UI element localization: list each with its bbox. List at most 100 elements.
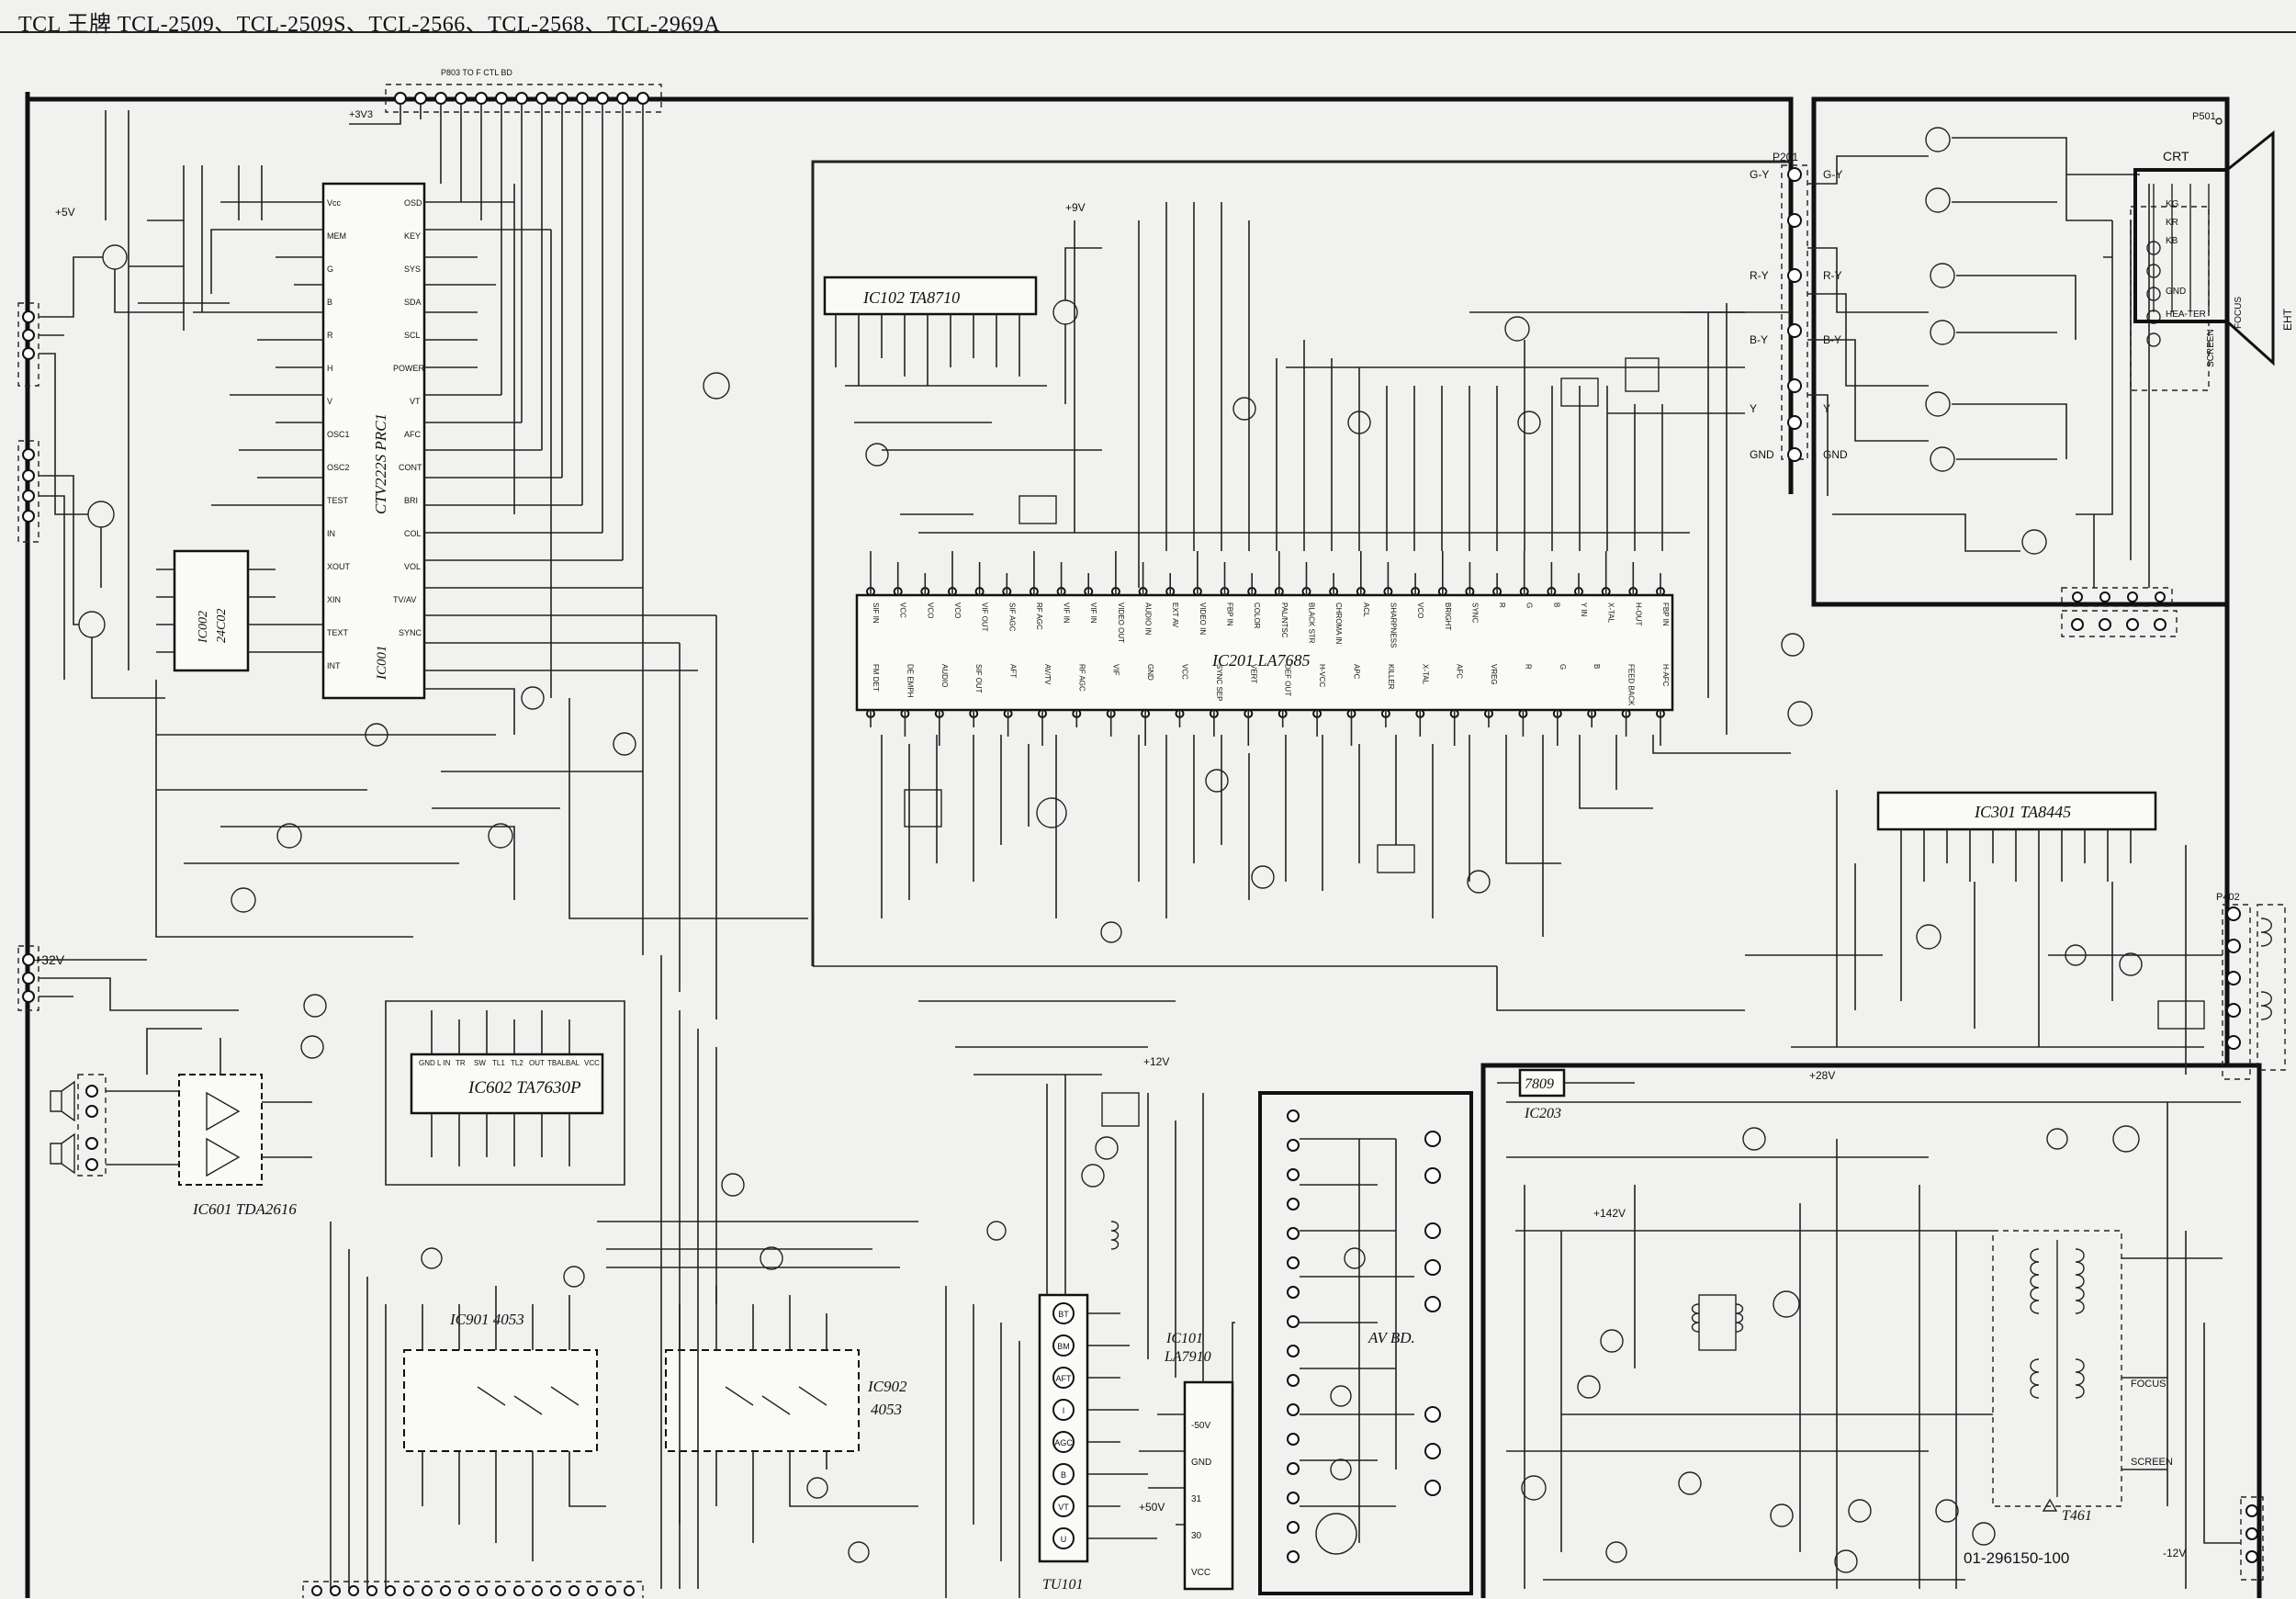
right-edge-connector xyxy=(2240,1496,2264,1581)
ic602-pin-label: VCC xyxy=(584,1059,600,1067)
ic201-bottom-pin-label: FM DET xyxy=(872,664,880,692)
crt-signal-label: G-Y xyxy=(1750,168,1769,181)
av-board-pin xyxy=(1287,1521,1300,1534)
tuner-pin xyxy=(1052,1463,1075,1485)
p201-pin xyxy=(1787,213,1802,228)
t461-label: T461 xyxy=(2062,1508,2092,1524)
ic201-bottom-pin-label: VREG xyxy=(1490,664,1498,685)
av-board-pin xyxy=(1287,1286,1300,1299)
cpu-pin-label: COL xyxy=(404,529,422,538)
tuner-pin xyxy=(1052,1495,1075,1517)
av-board-pin xyxy=(1287,1168,1300,1181)
crt-board-transistors xyxy=(1925,127,2047,555)
ic902-switch: IC902 4053 xyxy=(665,1349,907,1452)
ic902-part-label: 4053 xyxy=(871,1401,902,1418)
ic201-top-pin-label: VIF IN xyxy=(1063,602,1071,624)
av-jack xyxy=(1424,1443,1441,1459)
ic201-bottom-pin-label: AFC xyxy=(1456,664,1464,679)
crt-socket xyxy=(2130,206,2210,391)
ic201-top-pin-label: Y IN xyxy=(1580,602,1588,617)
ic601-audio-amp: IC601 TDA2616 xyxy=(106,1028,312,1218)
av-board-pin xyxy=(1287,1345,1300,1357)
tuner-pin-label: BT xyxy=(1058,1310,1069,1319)
ic002-ref-label: IC002 xyxy=(197,611,210,644)
ic301-wires xyxy=(1745,790,2223,1075)
ic101-pin-label: 30 xyxy=(1191,1531,1202,1541)
cpu-pin-label: TEXT xyxy=(327,628,349,637)
ic201-bottom-pin-label: X-TAL xyxy=(1421,664,1429,685)
main-signal-box xyxy=(811,160,1791,966)
ic203-regulator: 7809 IC203 xyxy=(1497,1068,1635,1121)
tuner-pin xyxy=(1052,1334,1075,1357)
ic201-bottom-pin-label: FEED BACK xyxy=(1627,664,1636,706)
ic201-bottom-pin-label: SIF OUT xyxy=(974,664,983,693)
ic201-top-pin-label: EXT AV xyxy=(1171,602,1179,628)
ic201-top-pin-label: X-TAL xyxy=(1607,602,1615,624)
tuner-pin-label: U xyxy=(1061,1535,1067,1544)
ic203-ref-label: IC203 xyxy=(1524,1106,1561,1121)
p803-wires xyxy=(349,104,644,588)
av-board-pin xyxy=(1287,1403,1300,1416)
ic201-top-pin-label: SIF AGC xyxy=(1007,602,1016,632)
cpu-pin-label: R xyxy=(327,331,333,340)
ic002-eeprom: IC002 24C02 xyxy=(156,549,323,672)
ic201-lower-components xyxy=(904,633,1813,943)
connector-p201: P201 xyxy=(1773,151,1808,462)
ic301-area-components xyxy=(1916,924,2205,1030)
ic001-part-label: CTV222S PRC1 xyxy=(372,413,389,514)
left-connector-p802 xyxy=(17,302,39,387)
tuner-pin xyxy=(1052,1367,1075,1389)
ic201-top-pin-label: VIF OUT xyxy=(981,602,989,632)
tuner-pin-label: AFT xyxy=(1056,1374,1073,1383)
ic201-top-pin-label: BRIGHT xyxy=(1444,602,1452,630)
cpu-pin-label: V xyxy=(327,397,332,406)
cpu-pin-label: H xyxy=(327,364,333,373)
av-jack xyxy=(1424,1167,1441,1184)
p201-pin xyxy=(1787,323,1802,338)
ic201-bottom-pin-label: KILLER xyxy=(1387,664,1395,690)
ic101-pin-label: GND xyxy=(1191,1458,1211,1468)
ic602-pin-label: SW xyxy=(474,1059,486,1067)
crt-pin-label: KR xyxy=(2166,218,2178,228)
ic001-cpu: CTV222S PRC1 IC001 VccMEMGBRHVOSC1OSC2TE… xyxy=(321,182,426,700)
connector-p902 xyxy=(302,1581,644,1598)
crt-signal-label-right: GND xyxy=(1823,448,1848,461)
av-board-pin xyxy=(1287,1462,1300,1475)
eht-label: EHT xyxy=(2281,308,2294,331)
part-number: 01-296150-100 xyxy=(1964,1549,2069,1567)
crt-label: CRT xyxy=(2163,149,2189,163)
p201-pin xyxy=(1787,415,1802,430)
crt-pin-label: KB xyxy=(2166,236,2178,246)
tuner-area-components xyxy=(986,1092,1140,1250)
left-area-wires xyxy=(39,110,808,1011)
ic002-part-label: 24C02 xyxy=(215,609,229,643)
p501-label: P501 xyxy=(2192,111,2216,122)
ic201-top-pin-label: VIDEO OUT xyxy=(1117,602,1125,643)
crt-signal-label: R-Y xyxy=(1750,269,1769,282)
ic602-pin-label: BAL xyxy=(566,1059,580,1067)
tuner-pin xyxy=(1052,1399,1075,1421)
connector-p402: P402 xyxy=(2216,892,2286,1080)
switch-wires xyxy=(330,955,918,1589)
ic201-bottom-pin-label: AUDIO xyxy=(940,664,949,687)
ic201-top-pin-label: H-OUT xyxy=(1634,602,1642,625)
rail-label-5v: +5V xyxy=(55,206,75,219)
crt-board-outline xyxy=(1811,96,2230,607)
ic201-top-pin-label: VIDEO IN xyxy=(1199,602,1207,635)
ic201-top-pin-label: PAL/NTSC xyxy=(1280,602,1289,638)
av-jack xyxy=(1424,1296,1441,1312)
crt-pin-label: GND xyxy=(2166,287,2186,297)
ic301-label: IC301 TA8445 xyxy=(1974,803,2071,821)
ic201-bottom-pin-label: AFT xyxy=(1009,664,1018,678)
p201-label: P201 xyxy=(1773,151,1798,163)
cpu-pin-label: VOL xyxy=(404,562,421,571)
cpu-right-wires xyxy=(424,184,717,1019)
av-board-pin xyxy=(1287,1433,1300,1446)
cpu-pin-label: OSC2 xyxy=(327,463,350,472)
connector-p803: P803 TO F CTL BD xyxy=(385,68,662,113)
svideo-socket xyxy=(1315,1513,1357,1555)
ic602-pin-label: OUT xyxy=(529,1059,545,1067)
crt-signal-label-right: R-Y xyxy=(1823,269,1842,282)
